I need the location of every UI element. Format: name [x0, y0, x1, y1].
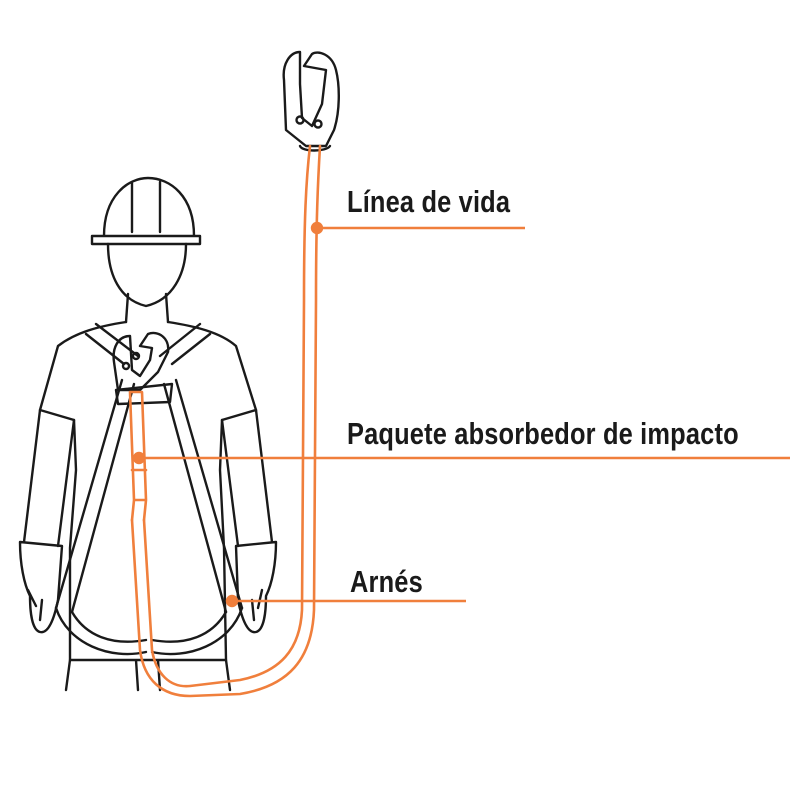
head-outline [106, 242, 188, 308]
torso-outline [38, 320, 258, 692]
worker-figure [18, 176, 278, 692]
right-arm-outline [220, 408, 274, 548]
label-harness: Arnés [350, 564, 423, 599]
left-glove-icon [18, 540, 64, 634]
callouts [132, 221, 790, 608]
back-snap-hook-icon [112, 331, 174, 406]
top-snap-hook-icon [282, 50, 340, 152]
lanyard [128, 144, 322, 698]
harness-straps [54, 322, 244, 656]
label-lifeline: Línea de vida [347, 184, 511, 219]
right-glove-icon [234, 540, 278, 634]
left-arm-outline [22, 408, 76, 548]
lifeline-line [130, 144, 322, 698]
shock-absorber-pack [128, 390, 148, 522]
label-shock-absorber: Paquete absorbedor de impacto [347, 416, 739, 451]
hard-hat-icon [90, 176, 202, 246]
